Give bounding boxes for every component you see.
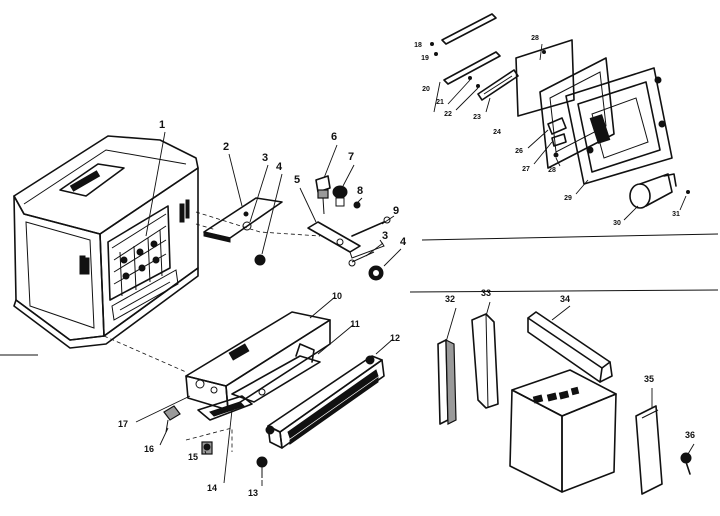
knob-6	[315, 175, 331, 215]
leader-lines	[135, 43, 695, 486]
callout-label-l3b: 3	[382, 230, 388, 242]
callout-label-l13: 13	[248, 488, 258, 498]
callout-label-l35: 35	[644, 374, 654, 384]
knob-7	[332, 185, 348, 207]
valve-bracket	[307, 221, 385, 259]
heater-cabinet	[13, 135, 199, 349]
clip-21-22	[468, 76, 480, 88]
callout-label-l9: 9	[393, 205, 399, 217]
strip-18-19	[430, 13, 497, 56]
callout-label-l2: 2	[223, 141, 229, 153]
callout-label-l27: 27	[522, 166, 530, 173]
grille-12	[265, 355, 385, 449]
callout-label-l28: 28	[548, 167, 556, 174]
callout-label-l1: 1	[159, 119, 165, 131]
rod-9	[351, 216, 391, 237]
callout-label-l10: 10	[332, 291, 342, 301]
fitting-15	[201, 441, 213, 455]
callout-label-l4a: 4	[276, 161, 283, 173]
callout-label-l8: 8	[357, 185, 363, 197]
strip-20	[443, 51, 501, 85]
callout-label-l18: 18	[414, 42, 422, 49]
callout-label-l3a: 3	[262, 152, 268, 164]
callout-label-l24: 24	[493, 129, 501, 136]
shelf-34	[527, 311, 613, 383]
callout-label-l21: 21	[436, 99, 444, 106]
bracket-14	[197, 395, 253, 421]
pin-3b	[348, 251, 375, 267]
callout-label-l25: 28	[531, 35, 539, 42]
screw-31	[686, 190, 690, 194]
callout-label-l14: 14	[207, 483, 217, 493]
glass-panel	[515, 39, 575, 117]
screw-36	[680, 452, 692, 475]
callout-label-l4b: 4	[400, 236, 407, 248]
latch-handle-30	[629, 173, 677, 209]
bracket-plate	[203, 197, 283, 243]
callout-label-l33: 33	[481, 288, 491, 298]
callout-label-l17: 17	[118, 419, 128, 429]
post-32	[437, 339, 457, 425]
callout-label-l31: 31	[672, 211, 680, 218]
callout-label-l26: 26	[515, 148, 523, 155]
screw-3a	[242, 221, 252, 231]
callout-label-l7: 7	[348, 151, 354, 163]
bracket-33	[471, 313, 499, 409]
housing-box	[509, 369, 617, 493]
callout-label-l12: 12	[390, 333, 400, 343]
nut-4b	[368, 265, 384, 281]
callout-label-l29: 29	[564, 195, 572, 202]
callout-label-l20: 20	[422, 86, 430, 93]
callout-label-l15: 15	[188, 452, 198, 462]
callout-label-l11: 11	[350, 319, 360, 329]
callout-label-l36: 36	[685, 430, 695, 440]
callout-label-l16: 16	[144, 444, 154, 454]
callout-label-l5: 5	[294, 174, 300, 186]
hinge-parts-26-28	[547, 117, 567, 158]
nut-4a	[254, 254, 266, 266]
screw-8	[353, 201, 361, 209]
screw-13	[256, 456, 268, 478]
control-chassis	[185, 311, 331, 411]
callout-label-l19: 19	[421, 55, 429, 62]
callout-label-l30: 30	[613, 220, 621, 227]
callout-label-l22: 22	[444, 111, 452, 118]
fitting-16	[163, 405, 181, 433]
side-panel-35	[635, 405, 663, 495]
callout-label-l6: 6	[331, 131, 337, 143]
callout-label-l32: 32	[445, 294, 455, 304]
burner-grid	[111, 213, 167, 297]
hinge-23	[477, 69, 519, 101]
door-frame-29	[565, 67, 673, 185]
callout-label-l23: 23	[473, 114, 481, 121]
callout-label-l34: 34	[560, 294, 570, 304]
